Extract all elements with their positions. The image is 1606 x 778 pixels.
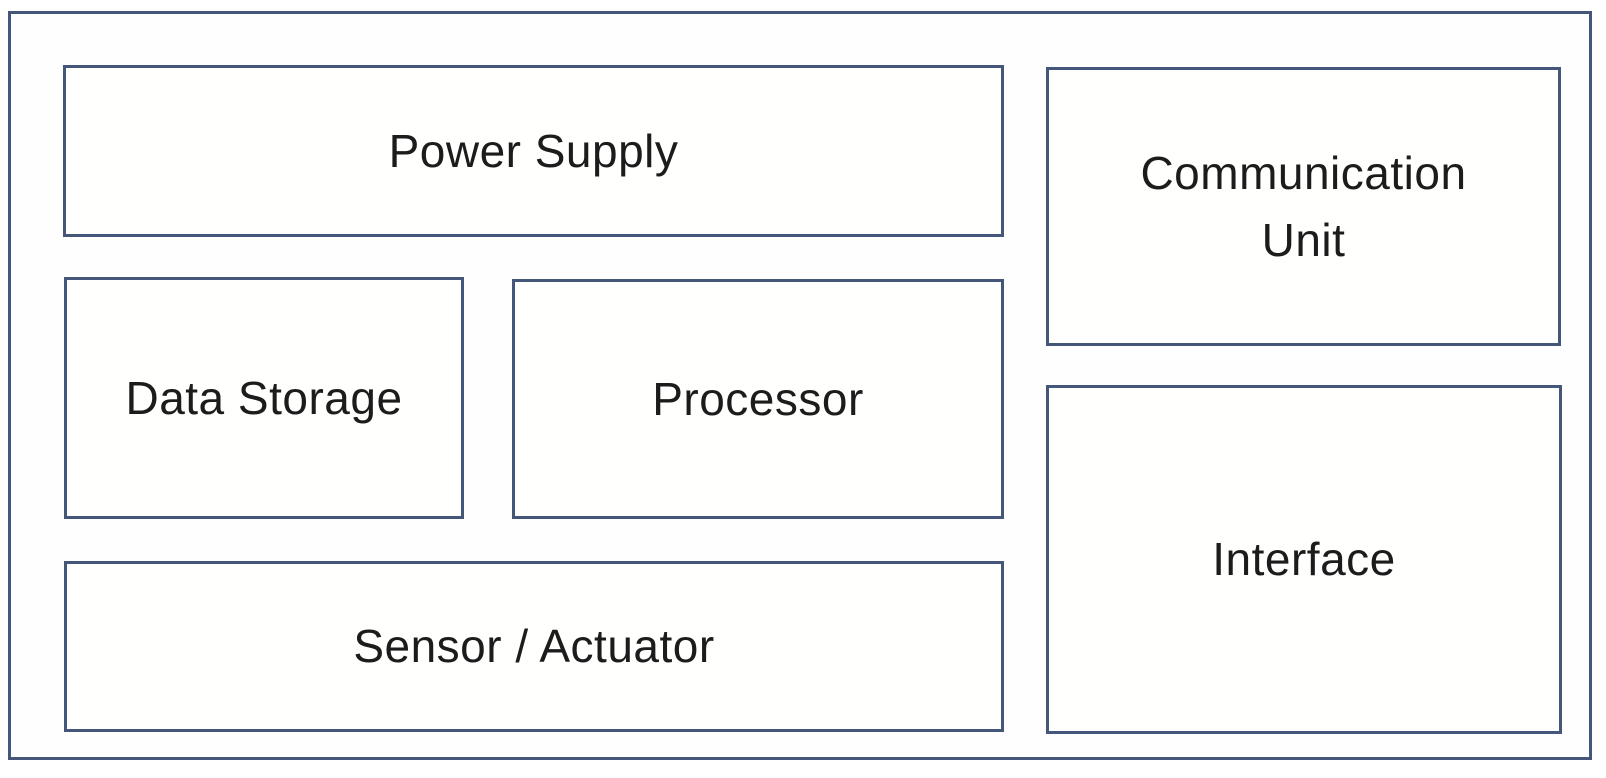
communication-unit-box: Communication Unit [1046,67,1561,346]
power-supply-label: Power Supply [388,124,679,177]
processor-box: Processor [512,279,1004,519]
sensor-actuator-label: Sensor / Actuator [353,620,715,673]
sensor-actuator-box: Sensor / Actuator [64,561,1004,732]
interface-box: Interface [1046,385,1562,734]
communication-unit-label: Communication Unit [1140,146,1467,266]
processor-label: Processor [652,372,864,425]
data-storage-box: Data Storage [64,277,464,519]
data-storage-label: Data Storage [125,371,403,424]
system-outer-frame: Power Supply Data Storage Processor Sens… [8,11,1592,760]
interface-label: Interface [1212,533,1396,586]
power-supply-box: Power Supply [63,65,1004,237]
